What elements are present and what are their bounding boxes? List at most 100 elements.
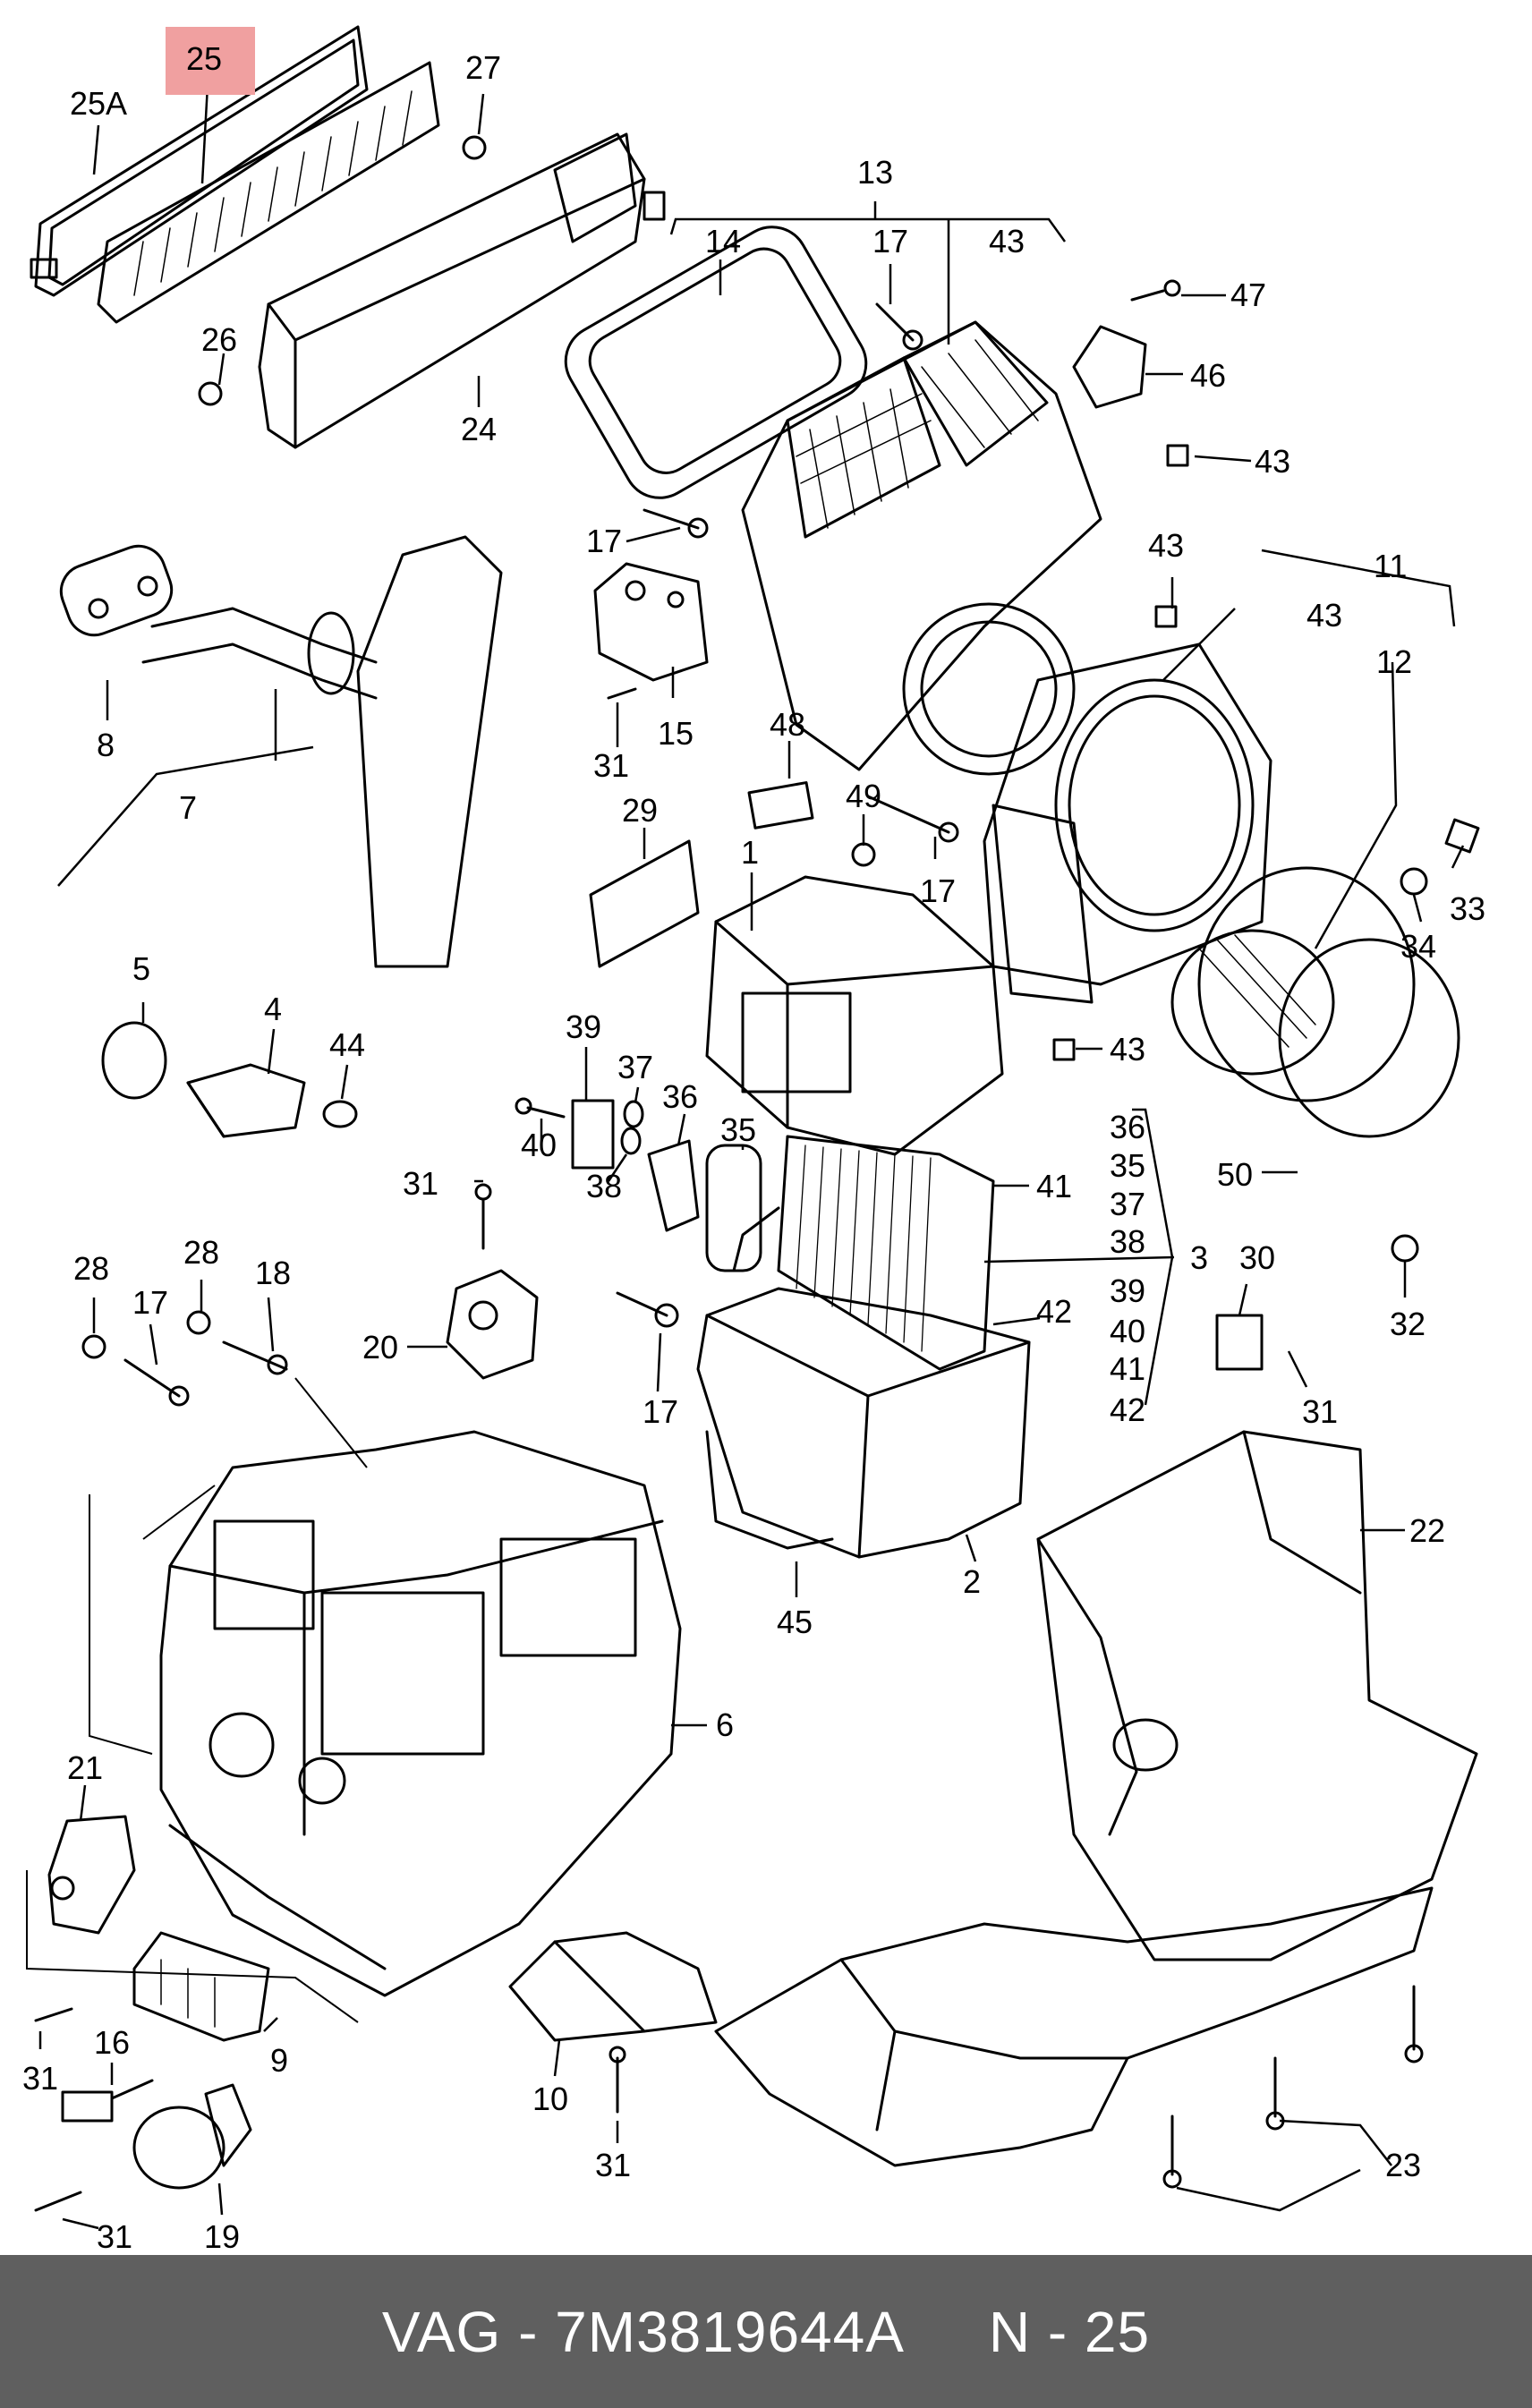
callout-36[interactable]: 36 — [662, 1078, 698, 1115]
callout-29[interactable]: 29 — [622, 792, 658, 829]
gasket[interactable] — [647, 1139, 700, 1232]
callout-40[interactable]: 40 — [1110, 1313, 1145, 1349]
callout-40[interactable]: 40 — [521, 1127, 557, 1163]
nut[interactable] — [462, 135, 487, 160]
temperature-sender[interactable] — [61, 2079, 154, 2123]
callout-37[interactable]: 37 — [617, 1049, 653, 1085]
screw[interactable] — [515, 1097, 566, 1119]
o-ring[interactable] — [623, 1100, 644, 1128]
callout-7[interactable]: 7 — [179, 789, 197, 826]
heater-box[interactable] — [159, 1430, 682, 1997]
callout-33[interactable]: 33 — [1450, 890, 1485, 927]
filter-housing[interactable] — [258, 132, 666, 449]
nut[interactable] — [1400, 867, 1428, 896]
o-ring[interactable] — [620, 1127, 642, 1155]
screw[interactable] — [34, 2191, 82, 2212]
callout-19[interactable]: 19 — [204, 2218, 240, 2255]
nut[interactable] — [198, 381, 223, 406]
callout-20[interactable]: 20 — [362, 1329, 398, 1366]
blower-motor[interactable] — [1170, 866, 1460, 1138]
callout-26[interactable]: 26 — [201, 321, 237, 358]
callout-49[interactable]: 49 — [846, 778, 881, 814]
callout-2[interactable]: 2 — [963, 1563, 981, 1600]
nut[interactable] — [81, 1334, 106, 1359]
grommet[interactable] — [54, 539, 179, 642]
callout-39[interactable]: 39 — [1110, 1272, 1145, 1309]
stud[interactable] — [616, 1291, 679, 1328]
air-duct[interactable] — [508, 1931, 718, 2042]
callout-28[interactable]: 28 — [183, 1234, 219, 1271]
callout-10[interactable]: 10 — [532, 2080, 568, 2117]
callout-17[interactable]: 17 — [920, 872, 956, 909]
seal[interactable] — [553, 214, 880, 511]
callout-11[interactable]: 11 — [1374, 548, 1407, 584]
callout-15[interactable]: 15 — [658, 715, 694, 752]
callout-31[interactable]: 31 — [97, 2218, 132, 2255]
callout-47[interactable]: 47 — [1230, 277, 1266, 313]
callout-41[interactable]: 41 — [1110, 1350, 1145, 1387]
callout-1[interactable]: 1 — [741, 834, 759, 871]
blower-resistor[interactable] — [1072, 325, 1147, 409]
callout-6[interactable]: 6 — [716, 1706, 734, 1743]
drain-hose[interactable] — [705, 1430, 834, 1550]
callout-35[interactable]: 35 — [720, 1111, 756, 1148]
callout-31[interactable]: 31 — [593, 747, 629, 784]
callout-44[interactable]: 44 — [329, 1026, 365, 1063]
callout-8[interactable]: 8 — [97, 727, 115, 763]
clip[interactable] — [1444, 818, 1480, 854]
bracket[interactable] — [1215, 1314, 1264, 1371]
drain-valve[interactable] — [186, 1063, 306, 1138]
callout-25[interactable]: 25 — [186, 40, 222, 77]
callout-37[interactable]: 37 — [1110, 1186, 1145, 1222]
callout-24[interactable]: 24 — [461, 411, 497, 447]
washer[interactable] — [322, 1100, 358, 1128]
seal-pad[interactable] — [589, 839, 700, 968]
callout-16[interactable]: 16 — [94, 2024, 130, 2061]
callout-17[interactable]: 17 — [132, 1284, 168, 1321]
callout-36[interactable]: 36 — [1110, 1109, 1145, 1145]
callout-22[interactable]: 22 — [1409, 1512, 1445, 1549]
callout-31[interactable]: 31 — [595, 2147, 631, 2183]
expanding-rivet[interactable] — [1162, 2114, 1182, 2189]
callout-48[interactable]: 48 — [770, 706, 805, 743]
callout-45[interactable]: 45 — [777, 1604, 813, 1640]
evaporator-housing-top[interactable] — [705, 875, 1004, 1156]
callout-34[interactable]: 34 — [1400, 928, 1436, 965]
stud[interactable] — [643, 508, 709, 539]
servo-motor[interactable] — [446, 1269, 539, 1380]
screw[interactable] — [34, 2007, 73, 2022]
callout-38[interactable]: 38 — [586, 1168, 622, 1204]
expanding-rivet[interactable] — [1265, 2056, 1285, 2131]
callout-43[interactable]: 43 — [1255, 443, 1290, 480]
blower-housing[interactable] — [983, 642, 1272, 1004]
cap[interactable] — [1391, 1234, 1419, 1263]
callout-17[interactable]: 17 — [586, 523, 622, 559]
callout-43[interactable]: 43 — [1110, 1031, 1145, 1068]
callout-14[interactable]: 14 — [705, 223, 741, 260]
air-duct-housing[interactable] — [1036, 1430, 1478, 1961]
servo-motor[interactable] — [593, 562, 709, 682]
heat-exchanger[interactable] — [141, 535, 503, 968]
callout-46[interactable]: 46 — [1190, 357, 1226, 394]
clip[interactable] — [1052, 1038, 1076, 1061]
callout-17[interactable]: 17 — [872, 223, 908, 260]
callout-13[interactable]: 13 — [857, 154, 893, 191]
callout-41[interactable]: 41 — [1036, 1168, 1072, 1204]
callout-31[interactable]: 31 — [22, 2060, 58, 2097]
callout-18[interactable]: 18 — [255, 1255, 291, 1291]
callout-42[interactable]: 42 — [1036, 1293, 1072, 1330]
screw[interactable] — [607, 687, 637, 700]
callout-31[interactable]: 31 — [1302, 1393, 1338, 1430]
servo-motor[interactable] — [47, 1815, 136, 1935]
rubber-buffer[interactable] — [101, 1021, 167, 1100]
expansion-valve[interactable] — [571, 1099, 615, 1170]
callout-23[interactable]: 23 — [1385, 2147, 1421, 2183]
callout-42[interactable]: 42 — [1110, 1391, 1145, 1428]
callout-21[interactable]: 21 — [67, 1749, 103, 1786]
callout-50[interactable]: 50 — [1217, 1156, 1253, 1193]
stud[interactable] — [123, 1358, 190, 1407]
callout-43[interactable]: 43 — [989, 223, 1025, 260]
callout-25A[interactable]: 25A — [70, 85, 127, 122]
stud[interactable] — [875, 302, 923, 351]
foam-pad[interactable] — [747, 781, 814, 830]
